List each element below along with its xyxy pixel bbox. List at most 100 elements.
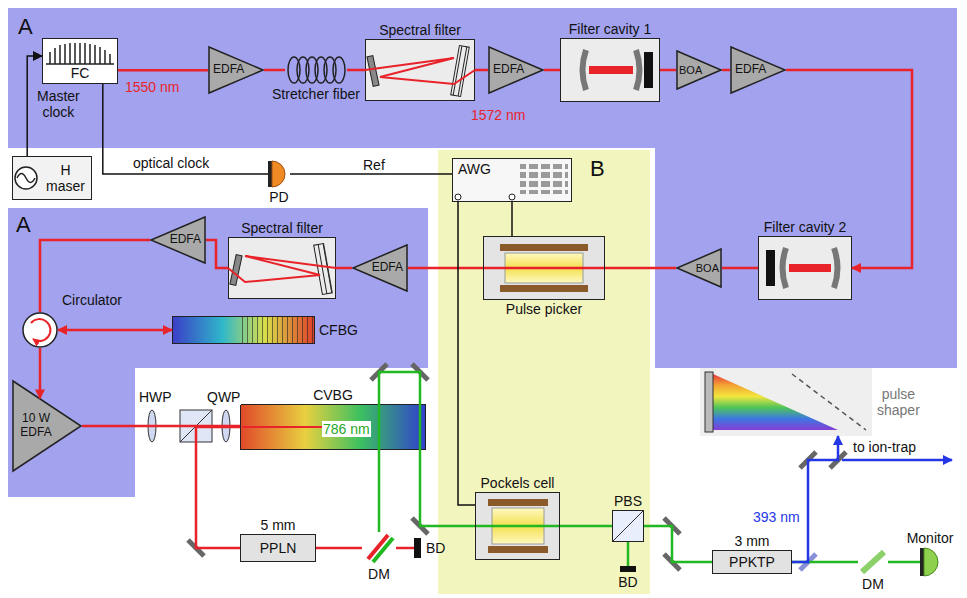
text-holder: BD	[470, 574, 786, 590]
electro-optic-crystal	[488, 546, 548, 553]
node-label: Monitor	[907, 530, 954, 546]
node-label: CVBG	[313, 387, 353, 403]
node-label: Stretcher fiber	[272, 86, 360, 102]
text-holder: BD	[426, 538, 445, 558]
fiber-coil	[288, 57, 345, 83]
circulator-arrow	[31, 319, 50, 341]
node-label: EDFA	[493, 63, 524, 77]
triangle-outline	[151, 217, 205, 263]
region-outline	[8, 208, 428, 497]
label-holder: 786 nm	[322, 420, 371, 438]
beam-connector	[408, 267, 483, 270]
text-holder: EDFA	[488, 46, 544, 94]
dichroic-mirror	[373, 538, 393, 562]
node-label: BD	[426, 540, 445, 556]
electro-optic-crystal	[488, 499, 548, 506]
beam-connector	[118, 69, 208, 72]
node-label: FC	[71, 65, 90, 81]
spectral-filter-optics	[451, 46, 470, 97]
amplifier-triangle: BOA	[676, 248, 722, 288]
text-holder: 10 W EDFA	[12, 380, 82, 472]
spectral-filter-optics	[228, 46, 475, 295]
component-box: 3 mmPPKTP	[712, 550, 792, 574]
node-label: BOA	[696, 262, 719, 275]
text-holder: Pockels cell	[326, 475, 709, 491]
text-holder: EDFA	[730, 46, 786, 94]
node-label: DM	[368, 566, 390, 582]
cavity-mirrors	[636, 50, 640, 90]
cavity-mirrors	[789, 264, 831, 272]
spectral-filter-optics	[314, 244, 333, 295]
electro-optic-crystal	[500, 244, 588, 251]
node-label: DM	[862, 576, 884, 592]
text-holder: A	[16, 212, 31, 237]
cavity-mirrors	[644, 52, 653, 88]
maser-symbol	[15, 167, 37, 189]
node-label: Spectral filter	[379, 22, 461, 38]
shape-outline	[8, 208, 428, 497]
cavity-mirrors	[583, 50, 838, 288]
node-label: BOA	[679, 64, 702, 77]
node-label: H maser	[46, 162, 85, 194]
bragg-grating	[241, 405, 425, 449]
spectral-filter-optics	[365, 58, 475, 84]
maser-symbol	[15, 167, 37, 189]
beam-connector	[396, 547, 414, 550]
beam-connector	[722, 69, 730, 72]
dichroic-mirror	[862, 552, 884, 572]
shape-outline	[22, 312, 58, 348]
beam-connector	[605, 267, 676, 270]
beam-connector	[196, 427, 240, 548]
label-holder: 1572 nm	[470, 106, 526, 124]
beam-connector	[290, 173, 452, 175]
beam-connector	[660, 69, 676, 72]
node-label: EDFA	[735, 63, 766, 77]
text-holder: DM	[212, 566, 546, 582]
output-beam	[842, 460, 952, 461]
pulse-shaper-optics	[705, 372, 713, 432]
part-label: QWP	[206, 389, 241, 405]
node-label: PD	[269, 189, 288, 205]
node-label: EDFA	[213, 63, 244, 77]
signal-label: Ref	[362, 157, 386, 173]
text-holder: 3 mm	[563, 533, 941, 549]
text-holder: B	[590, 156, 605, 181]
triangle-outline	[677, 51, 721, 89]
node-label: Pockels cell	[481, 475, 555, 491]
beam-connector	[458, 202, 475, 505]
text-holder: DM	[708, 576, 967, 592]
node-label: Filter cavity 2	[764, 219, 846, 235]
text-holder: PPKTP	[713, 551, 791, 573]
amplifier-triangle: EDFA	[352, 244, 408, 292]
output-beam	[842, 459, 952, 462]
label-holder: to ion-trap	[852, 438, 917, 456]
node-label: Pulse picker	[506, 301, 582, 317]
cavity-mirrors	[766, 250, 775, 286]
beam-connector	[347, 69, 365, 72]
node-label: Filter cavity 1	[569, 21, 651, 37]
text-holder: PD	[118, 189, 440, 205]
node-label: 3 mm	[735, 533, 770, 549]
text-holder: pulse shaper	[877, 368, 920, 436]
text-holder: Spectral filter	[79, 220, 485, 236]
text-holder: EDFA	[150, 216, 206, 264]
node-label: pulse shaper	[877, 386, 920, 418]
label-holder: HWP	[138, 388, 173, 406]
beam-connector	[58, 329, 172, 332]
triangle-outline	[353, 245, 407, 291]
triangle-outline	[13, 381, 81, 471]
fiber-coil	[333, 57, 345, 83]
node-label: EDFA	[372, 261, 403, 275]
text-holder: EDFA	[208, 46, 264, 94]
node-label: 10 W EDFA	[15, 412, 57, 440]
node-label: EDFA	[170, 233, 201, 247]
signal-label: Master clock	[36, 88, 81, 120]
dichroic-mirror	[368, 535, 884, 572]
beam-connector	[39, 348, 42, 398]
beam-connector	[792, 436, 838, 562]
generator-panel	[509, 194, 515, 200]
beam-connector	[103, 84, 268, 174]
pulse-shaper-optics	[713, 374, 838, 430]
beam-connector	[722, 267, 758, 270]
amplifier-triangle: EDFA	[488, 46, 544, 94]
